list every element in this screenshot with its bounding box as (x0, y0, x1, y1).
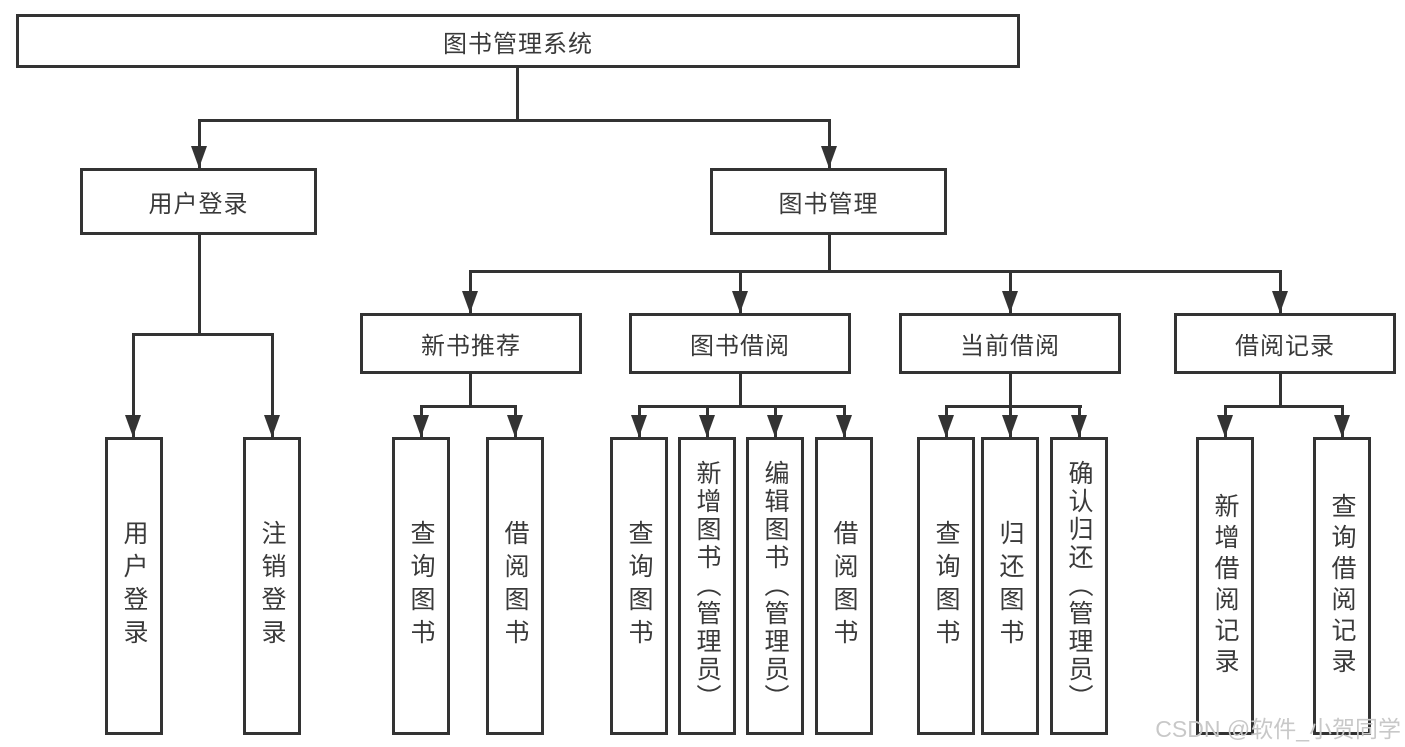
leaf-borrowing-query-books-label: 查询图书 (625, 520, 653, 652)
arrow-down-icon (1217, 415, 1233, 437)
connector-line (1224, 405, 1344, 408)
arrow-down-icon (1002, 291, 1018, 313)
leaf-current-query-books: 查询图书 (917, 437, 975, 735)
arrow-down-icon (264, 415, 280, 437)
node-book-borrowing: 图书借阅 (629, 313, 851, 374)
node-borrowing-records-label: 借阅记录 (1235, 333, 1335, 360)
connector-line (469, 270, 1282, 273)
node-book-management: 图书管理 (710, 168, 947, 235)
connector-line (945, 405, 1082, 408)
leaf-current-confirm-return: 确认归还（管理员） (1050, 437, 1108, 735)
node-book-management-label: 图书管理 (778, 191, 879, 218)
node-new-book-recommend: 新书推荐 (360, 313, 582, 374)
connector-line (198, 119, 831, 122)
arrow-down-icon (836, 415, 852, 437)
connector-line (132, 333, 135, 437)
node-current-borrowing: 当前借阅 (899, 313, 1121, 374)
arrow-down-icon (413, 415, 429, 437)
leaf-current-return-books: 归还图书 (981, 437, 1039, 735)
leaf-current-confirm-return-label: 确认归还（管理员） (1065, 460, 1093, 712)
leaf-logout-label: 注销登录 (258, 520, 286, 652)
leaf-records-query-record-label: 查询借阅记录 (1328, 493, 1356, 679)
leaf-user-login-label: 用户登录 (120, 520, 148, 652)
node-user-login-label: 用户登录 (148, 191, 249, 218)
node-current-borrowing-label: 当前借阅 (960, 333, 1060, 360)
leaf-recommend-query-books: 查询图书 (392, 437, 450, 735)
node-root: 图书管理系统 (16, 14, 1020, 68)
leaf-records-add-record-label: 新增借阅记录 (1211, 493, 1239, 679)
arrow-down-icon (821, 146, 837, 168)
connector-line (1279, 374, 1282, 407)
arrow-down-icon (125, 415, 141, 437)
leaf-logout: 注销登录 (243, 437, 301, 735)
leaf-records-add-record: 新增借阅记录 (1196, 437, 1254, 735)
leaf-borrowing-add-books: 新增图书（管理员） (678, 437, 736, 735)
connector-line (828, 235, 831, 272)
arrow-down-icon (507, 415, 523, 437)
leaf-user-login: 用户登录 (105, 437, 163, 735)
arrow-down-icon (1002, 415, 1018, 437)
leaf-records-query-record: 查询借阅记录 (1313, 437, 1371, 735)
connector-line (271, 333, 274, 437)
leaf-borrowing-borrow-books: 借阅图书 (815, 437, 873, 735)
leaf-borrowing-query-books: 查询图书 (610, 437, 668, 735)
leaf-current-return-books-label: 归还图书 (996, 520, 1024, 652)
arrow-down-icon (631, 415, 647, 437)
arrow-down-icon (1334, 415, 1350, 437)
leaf-recommend-query-books-label: 查询图书 (407, 520, 435, 652)
connector-line (828, 119, 831, 168)
arrow-down-icon (1272, 291, 1288, 313)
leaf-borrowing-edit-books: 编辑图书（管理员） (746, 437, 804, 735)
arrow-down-icon (938, 415, 954, 437)
arrow-down-icon (462, 291, 478, 313)
leaf-current-query-books-label: 查询图书 (932, 520, 960, 652)
node-borrowing-records: 借阅记录 (1174, 313, 1396, 374)
connector-line (739, 374, 742, 407)
connector-line (420, 405, 517, 408)
leaf-recommend-borrow-books: 借阅图书 (486, 437, 544, 735)
connector-line (469, 374, 472, 407)
leaf-borrowing-borrow-books-label: 借阅图书 (830, 520, 858, 652)
node-user-login: 用户登录 (80, 168, 317, 235)
arrow-down-icon (1071, 415, 1087, 437)
arrow-down-icon (767, 415, 783, 437)
connector-line (132, 333, 274, 336)
node-root-label: 图书管理系统 (443, 30, 593, 58)
connector-line (516, 68, 519, 121)
connector-line (198, 119, 201, 168)
connector-line (638, 405, 846, 408)
leaf-recommend-borrow-books-label: 借阅图书 (501, 520, 529, 652)
leaf-borrowing-edit-books-label: 编辑图书（管理员） (761, 460, 789, 712)
arrow-down-icon (191, 146, 207, 168)
watermark: CSDN @软件_小贺同学 (1155, 716, 1401, 742)
node-new-book-recommend-label: 新书推荐 (421, 333, 521, 360)
node-book-borrowing-label: 图书借阅 (690, 333, 790, 360)
connector-line (1009, 374, 1012, 407)
arrow-down-icon (732, 291, 748, 313)
arrow-down-icon (699, 415, 715, 437)
connector-line (198, 235, 201, 335)
leaf-borrowing-add-books-label: 新增图书（管理员） (693, 460, 721, 712)
